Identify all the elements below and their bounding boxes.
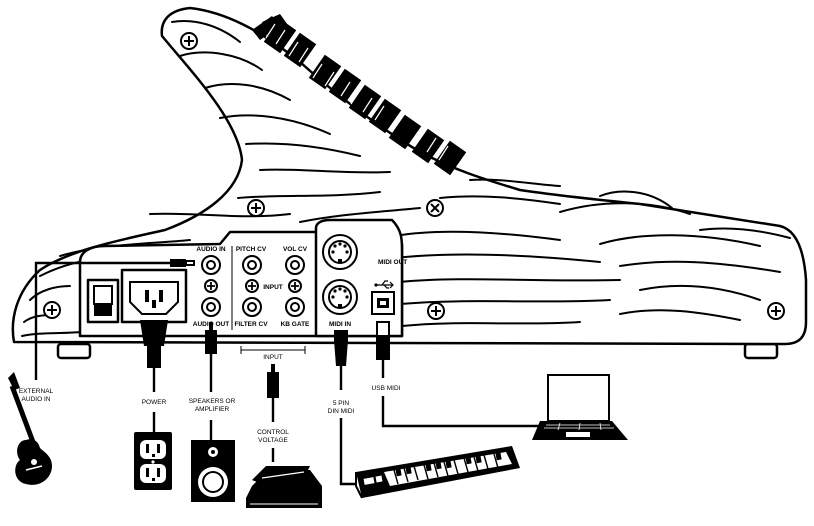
usb-cable	[376, 321, 540, 428]
vol-cv-jack[interactable]	[285, 255, 305, 275]
kb-gate-jack[interactable]	[285, 297, 305, 317]
control-voltage-label-1: CONTROL	[257, 429, 289, 436]
vol-cv-label: VOL CV	[283, 246, 308, 253]
expression-pedal-icon	[246, 466, 322, 508]
control-voltage-label-2: VOLTAGE	[258, 437, 288, 444]
power-inlet[interactable]	[120, 268, 188, 324]
power-switch[interactable]	[86, 278, 120, 324]
cv-cable	[267, 364, 279, 462]
audio-out-jack[interactable]	[201, 297, 221, 317]
keyboard-icon	[355, 446, 520, 499]
filter-cv-label: FILTER CV	[234, 321, 268, 328]
guitar-icon	[8, 372, 52, 485]
knob-row	[252, 14, 467, 176]
audio-in-jack[interactable]	[201, 255, 221, 275]
midi-in-label: MIDI IN	[329, 321, 351, 328]
speaker-cable	[205, 322, 217, 440]
din-midi-label-1: 5 PIN	[333, 400, 350, 407]
foot-left	[56, 342, 92, 360]
audio-in-label: AUDIO IN	[196, 246, 226, 253]
screw-icon	[204, 279, 218, 293]
pitch-cv-jack[interactable]	[242, 255, 262, 275]
power-cable	[140, 320, 168, 432]
external-audio-in-label-2: AUDIO IN	[22, 396, 51, 403]
audio-in-cable	[34, 259, 195, 380]
speaker-icon	[191, 440, 235, 502]
usb-icon	[374, 280, 394, 289]
laptop-icon	[532, 374, 628, 440]
midi-out-label: MIDI OUT	[378, 259, 407, 266]
midi-in-port[interactable]	[322, 279, 358, 315]
kb-gate-label: KB GATE	[281, 321, 310, 328]
usb-port[interactable]	[371, 291, 395, 315]
pitch-cv-label: PITCH CV	[236, 246, 267, 253]
power-outlet-icon	[134, 432, 172, 490]
filter-cv-jack[interactable]	[242, 297, 262, 317]
input-bracket	[240, 346, 306, 354]
usb-midi-label: USB MIDI	[372, 385, 401, 392]
screw-icon	[245, 279, 302, 293]
speakers-label-1: SPEAKERS OR	[189, 398, 236, 405]
external-audio-in-label-1: EXTERNAL	[19, 388, 54, 395]
wood-grain	[21, 20, 791, 337]
midi-out-port[interactable]	[322, 234, 358, 270]
power-label: POWER	[142, 399, 167, 406]
input-bracket-label: INPUT	[263, 354, 283, 361]
din-midi-label-2: DIN MIDI	[328, 408, 355, 415]
midi-cable	[334, 330, 356, 486]
input-label: INPUT	[263, 284, 283, 291]
screw-icon	[43, 32, 785, 320]
foot-right	[743, 342, 779, 360]
speakers-label-2: AMPLIFIER	[195, 406, 230, 413]
